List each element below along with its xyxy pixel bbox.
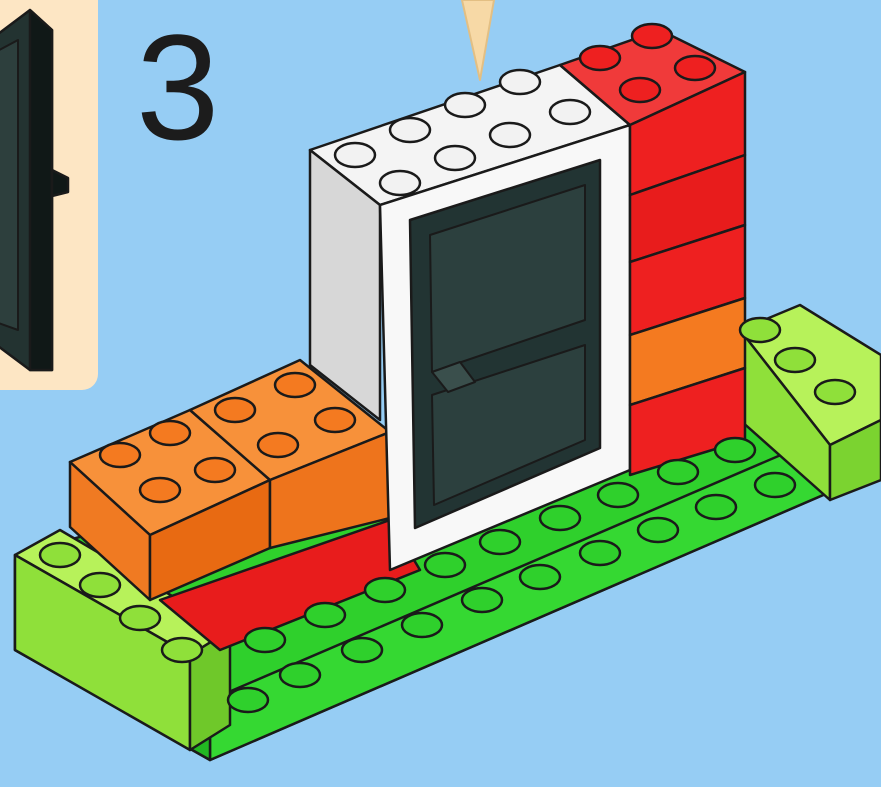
arrow-down-icon xyxy=(462,0,494,80)
door-panel-icon xyxy=(0,10,68,370)
